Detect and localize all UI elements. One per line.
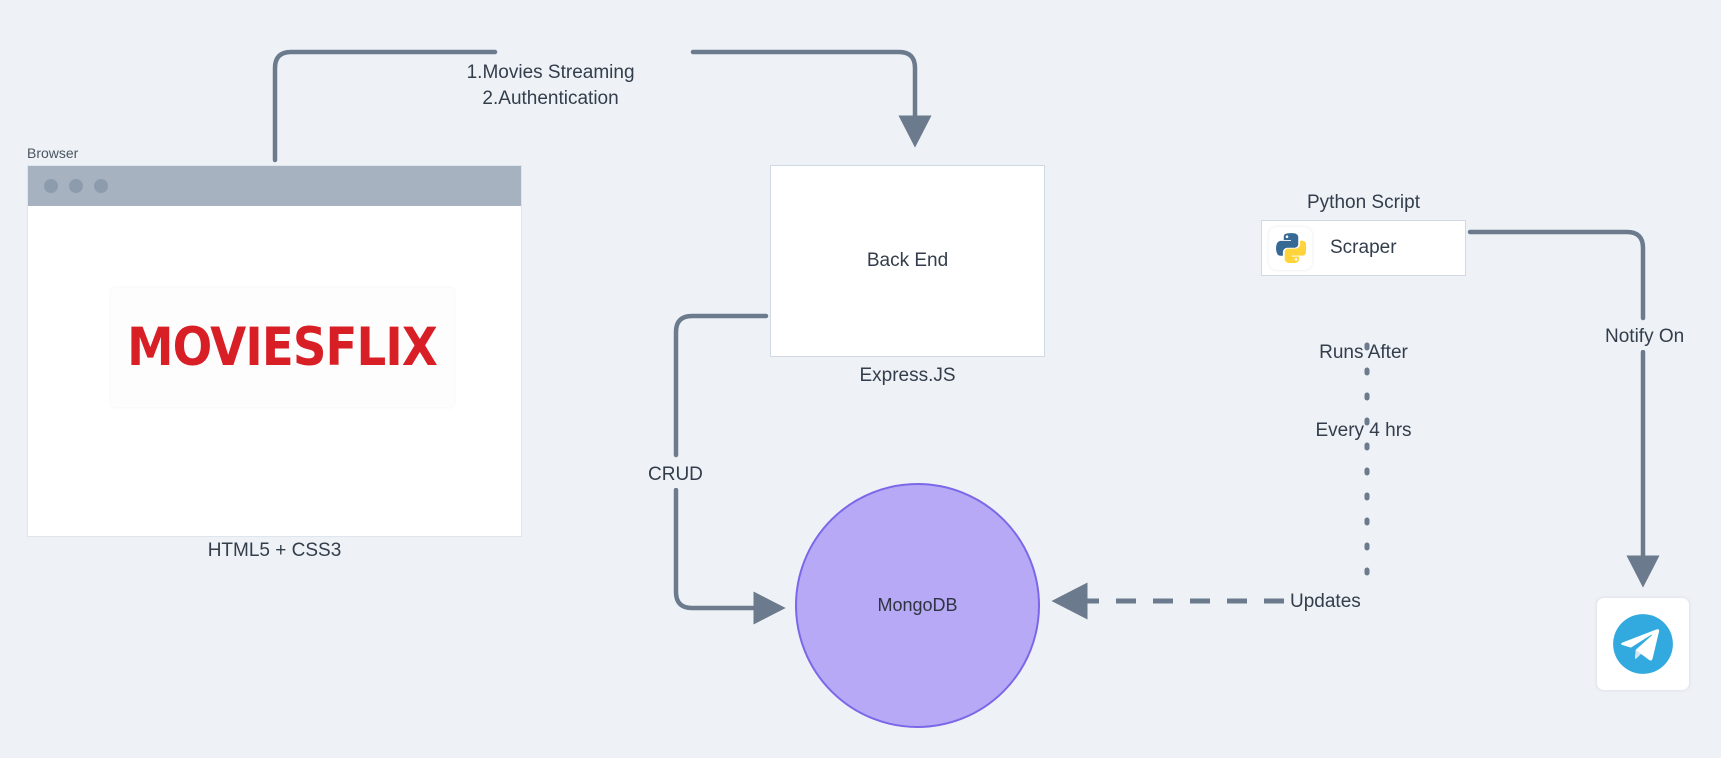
scraper-caption-line1: Runs After bbox=[1319, 342, 1408, 363]
browser-window[interactable]: MOVIESFLIX bbox=[27, 165, 522, 537]
browser-viewport: MOVIESFLIX bbox=[28, 206, 521, 536]
edge-label-line1: 1.Movies Streaming bbox=[462, 60, 639, 86]
scraper-label: Scraper bbox=[1330, 237, 1397, 258]
browser-dot-minimize[interactable] bbox=[69, 179, 83, 193]
edge-label-updates: Updates bbox=[1286, 589, 1365, 615]
edge-browser-to-backend bbox=[272, 49, 498, 163]
python-logo-icon bbox=[1269, 226, 1312, 270]
scraper-node[interactable]: Scraper bbox=[1261, 220, 1466, 276]
browser-caption-bottom: HTML5 + CSS3 bbox=[207, 540, 342, 561]
mongodb-node[interactable]: MongoDB bbox=[795, 483, 1040, 728]
edge-label-browser-backend: 1.Movies Streaming 2.Authentication bbox=[430, 34, 650, 138]
edge-scraper-to-telegram-upper bbox=[1467, 229, 1646, 321]
edge-label-line2: 2.Authentication bbox=[478, 86, 623, 112]
telegram-node[interactable] bbox=[1597, 598, 1689, 690]
scraper-caption-line2: Every 4 hrs bbox=[1315, 420, 1412, 441]
browser-dot-maximize[interactable] bbox=[94, 179, 108, 193]
edge-backend-to-mongo-upper bbox=[673, 313, 769, 458]
scraper-caption-top: Python Script bbox=[1307, 192, 1420, 213]
mongodb-label: MongoDB bbox=[877, 595, 958, 615]
edge-label-notify-on: Notify On bbox=[1601, 324, 1689, 350]
edge-browser-to-backend-right bbox=[690, 49, 932, 148]
scraper-caption-bottom: Runs After Every 4 hrs bbox=[1261, 288, 1466, 496]
backend-caption: Express.JS bbox=[859, 365, 956, 386]
browser-caption-top: Browser bbox=[27, 145, 79, 161]
backend-node[interactable]: Back End bbox=[770, 165, 1045, 357]
telegram-icon bbox=[1613, 614, 1673, 674]
browser-titlebar bbox=[28, 166, 521, 206]
edge-backend-to-mongo-lower bbox=[673, 487, 786, 625]
browser-dot-close[interactable] bbox=[44, 179, 58, 193]
edge-label-crud: CRUD bbox=[644, 462, 707, 488]
moviesflix-logo-card: MOVIESFLIX bbox=[111, 288, 454, 407]
moviesflix-logo-text: MOVIESFLIX bbox=[127, 317, 439, 378]
backend-label: Back End bbox=[866, 250, 949, 271]
